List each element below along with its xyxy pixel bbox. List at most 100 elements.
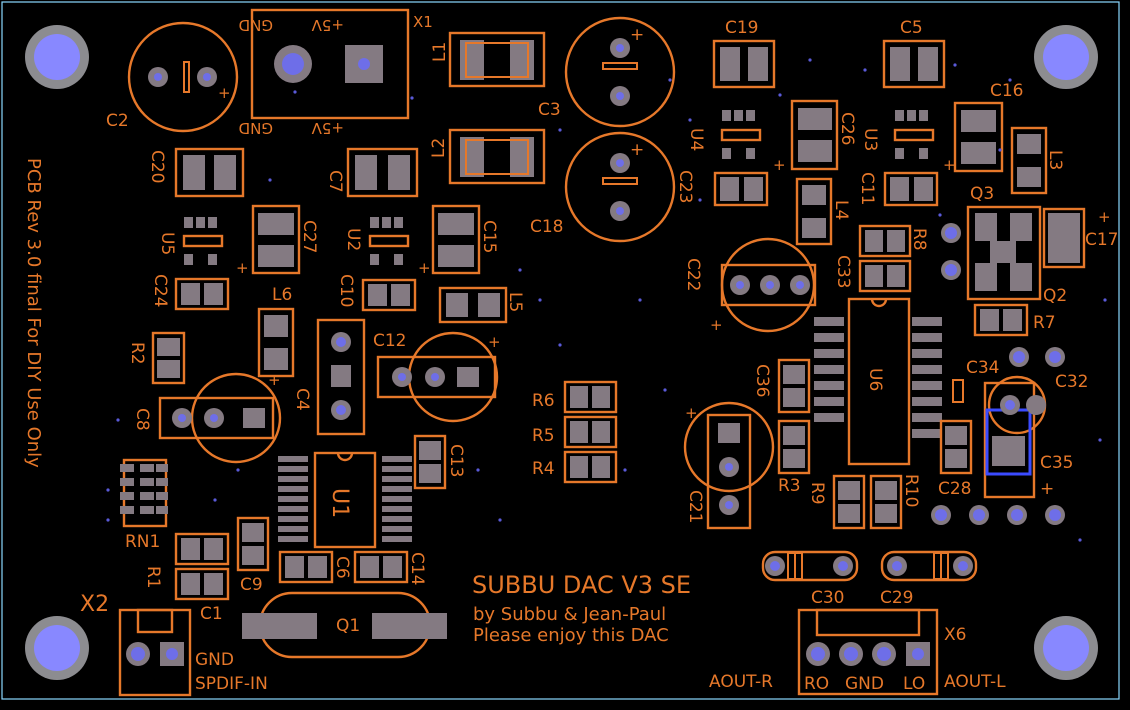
capacitor-c19 xyxy=(712,39,776,89)
svg-text:+: + xyxy=(710,316,723,334)
label-u6: U6 xyxy=(865,368,885,391)
label-c3: C3 xyxy=(538,100,561,120)
label-c13: C13 xyxy=(446,444,466,478)
capacitor-c15: + xyxy=(418,204,481,277)
inductor-l6 xyxy=(257,307,295,378)
label-c9: C9 xyxy=(240,575,263,595)
label-c18: C18 xyxy=(530,217,564,237)
inductor-l4 xyxy=(795,177,833,246)
regulator-u4 xyxy=(720,110,762,159)
label-u1: U1 xyxy=(327,488,352,518)
regulator-u2 xyxy=(368,217,410,265)
label-l1: L1 xyxy=(430,42,450,62)
label-r4: R4 xyxy=(532,459,555,479)
capacitor-c23: + xyxy=(713,156,786,207)
resistor-network-rn1 xyxy=(120,458,168,528)
svg-text:+: + xyxy=(218,84,231,102)
capacitor-c33 xyxy=(858,259,912,293)
small-vias xyxy=(106,58,1107,542)
label-c34: C34 xyxy=(966,358,1000,378)
label-r2: R2 xyxy=(127,342,147,365)
transistor-q3 xyxy=(966,205,1042,301)
regulator-u3 xyxy=(893,110,935,159)
capacitor-c11: + xyxy=(883,156,956,207)
label-c26: C26 xyxy=(837,112,857,146)
resistor-r2 xyxy=(151,331,186,385)
board-side-text: PCB Rev 3.0 final For DIY Use Only xyxy=(23,158,44,468)
inductor-l1 xyxy=(448,31,546,88)
board-tagline: Please enjoy this DAC xyxy=(473,625,669,646)
capacitor-c2: + xyxy=(127,21,239,133)
label-gnd-x6: GND xyxy=(845,674,884,694)
label-c12: C12 xyxy=(373,331,407,351)
label-c17: C17 xyxy=(1085,230,1119,250)
svg-text:+: + xyxy=(1098,208,1111,226)
label-c19: C19 xyxy=(725,18,759,38)
capacitor-c29 xyxy=(880,550,978,582)
label-lo: LO xyxy=(903,674,925,694)
label-c16: C16 xyxy=(990,81,1024,101)
resistor-r9 xyxy=(832,474,866,530)
label-l4: L4 xyxy=(831,200,851,220)
label-r1: R1 xyxy=(143,566,163,589)
capacitor-c14 xyxy=(353,550,409,584)
label-x1: X1 xyxy=(413,13,433,31)
label-r9: R9 xyxy=(807,482,827,505)
label-c7: C7 xyxy=(325,170,345,193)
capacitor-c20 xyxy=(174,147,245,198)
board-outline xyxy=(1,1,1120,700)
label-gnd-top: GND xyxy=(239,16,273,34)
capacitor-c8: + xyxy=(158,371,282,464)
capacitor-c12: + xyxy=(376,331,501,423)
capacitor-c5 xyxy=(882,39,946,89)
label-c20: C20 xyxy=(147,150,167,184)
capacitor-c27: + xyxy=(236,204,301,277)
label-aout-l: AOUT-L xyxy=(944,672,1006,692)
label-r3: R3 xyxy=(778,476,801,496)
label-x6: X6 xyxy=(944,625,966,645)
svg-text:+: + xyxy=(630,140,644,160)
label-c33: C33 xyxy=(833,255,853,289)
resistor-r7 xyxy=(973,303,1029,337)
capacitor-c24 xyxy=(174,277,230,311)
capacitor-c17: + xyxy=(1042,207,1111,269)
resistor-r10 xyxy=(869,474,903,530)
label-c24: C24 xyxy=(150,274,170,308)
label-r7: R7 xyxy=(1033,313,1056,333)
capacitor-c4 xyxy=(316,318,366,436)
label-r8: R8 xyxy=(909,228,929,251)
resistor-r6 xyxy=(563,380,618,414)
capacitor-c7 xyxy=(346,147,419,198)
connector-x2 xyxy=(118,608,192,697)
label-l2: L2 xyxy=(429,138,449,158)
inductor-l3 xyxy=(1010,126,1048,195)
capacitor-c3: + xyxy=(564,16,676,128)
label-r6: R6 xyxy=(532,391,555,411)
inductor-l5 xyxy=(438,286,508,324)
capacitor-c18: + xyxy=(564,131,676,243)
label-5v-bottom: +5V xyxy=(311,119,344,137)
capacitor-c30 xyxy=(761,550,859,582)
capacitor-c10 xyxy=(361,278,417,312)
mount-hole-tr xyxy=(1034,25,1098,89)
regulator-u5 xyxy=(182,217,224,265)
label-r5: R5 xyxy=(532,426,555,446)
capacitor-c9 xyxy=(236,516,270,572)
label-c2: C2 xyxy=(106,111,129,131)
label-rn1: RN1 xyxy=(125,532,160,552)
label-c22: C22 xyxy=(683,258,703,292)
connector-x6 xyxy=(797,608,939,696)
capacitor-c36 xyxy=(777,358,811,414)
resistor-r1 xyxy=(174,532,230,566)
label-q2: Q2 xyxy=(1043,286,1067,306)
svg-text:+: + xyxy=(1040,479,1054,499)
label-c36: C36 xyxy=(752,364,772,398)
label-q3: Q3 xyxy=(970,184,994,204)
label-l5: L5 xyxy=(505,292,525,312)
label-5v-top: +5V xyxy=(311,16,344,34)
label-c5: C5 xyxy=(900,18,923,38)
label-c15: C15 xyxy=(479,220,499,254)
capacitor-c21: + xyxy=(683,401,775,530)
label-c23: C23 xyxy=(675,170,695,204)
